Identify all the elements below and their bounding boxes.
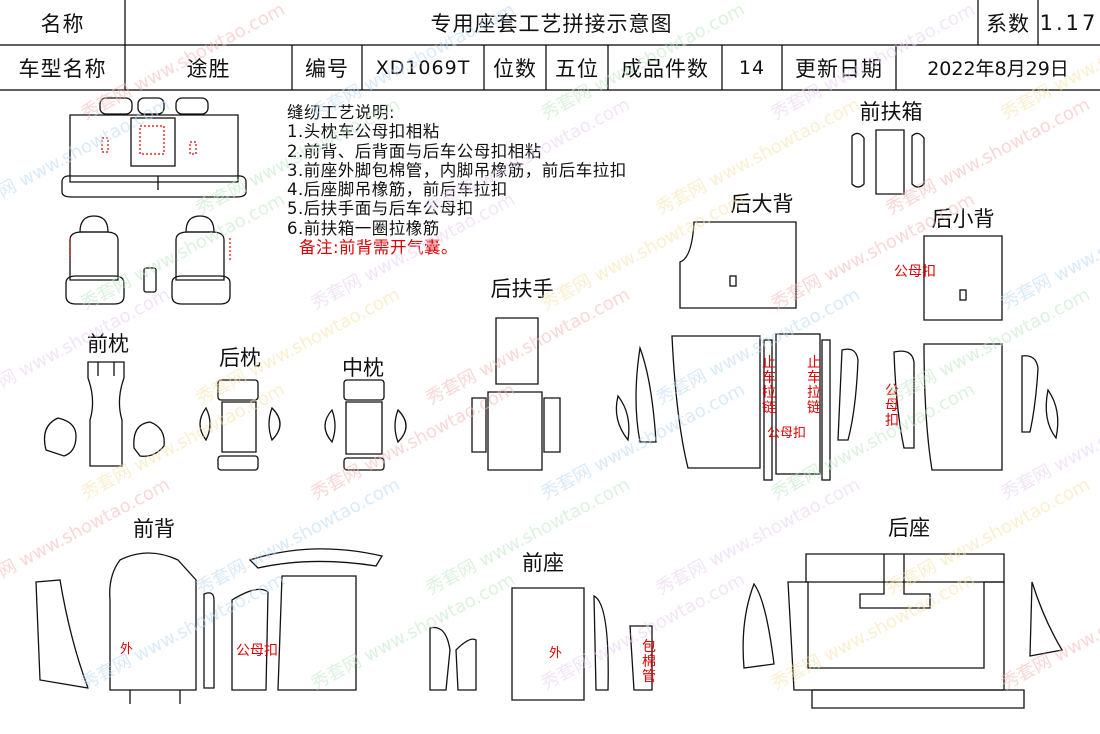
front-back-pattern — [35, 548, 384, 704]
notes-heading: 缝纫工艺说明: — [287, 103, 396, 122]
code-value: XD1069T — [375, 56, 471, 79]
label-rear-pillow: 后枕 — [219, 346, 261, 370]
label-middle-pillow: 中枕 — [342, 356, 384, 380]
middle-pillow-pattern — [324, 379, 407, 471]
coef-value: 1.17 — [1039, 10, 1099, 35]
annotation-snap: 公母扣 — [885, 383, 899, 429]
label-rear-small-back: 后小背 — [931, 207, 995, 231]
label-front-seat: 前座 — [522, 551, 564, 575]
notes-remark: 备注:前背需开气囊。 — [299, 238, 459, 258]
code-label: 编号 — [305, 56, 349, 81]
annotation-zipper: 止车拉链 — [762, 355, 776, 416]
label-rear-armrest: 后扶手 — [490, 277, 554, 301]
model-value: 途胜 — [186, 56, 231, 81]
page-title: 专用座套工艺拼接示意图 — [430, 11, 673, 36]
model-label: 车型名称 — [18, 56, 107, 81]
annotation-snap: 公母扣 — [894, 264, 936, 280]
annotation-outer: 外 — [120, 642, 134, 657]
annotation-snap: 公母扣 — [236, 643, 278, 659]
rear-small-back-pattern — [893, 235, 1059, 471]
sewing-notes: 缝纫工艺说明: 1.头枕车公母扣相粘 2.前背、后背面与后车公母扣相粘 3.前座… — [287, 103, 627, 257]
notes-item: 1.头枕车公母扣相粘 — [287, 122, 440, 142]
name-label: 名称 — [40, 11, 85, 36]
seats-label: 位数 — [493, 56, 537, 81]
rear-armrest-pattern — [471, 317, 561, 471]
overview-rear-bench — [61, 97, 247, 198]
front-pillow-pattern — [43, 361, 165, 467]
notes-item: 4.后座脚吊橡筋，前后车拉扣 — [287, 180, 508, 200]
overview-front-seats — [65, 215, 231, 305]
notes-item: 2.前背、后背面与后车公母扣相粘 — [287, 141, 542, 161]
notes-item: 5.后扶手面与后车公母扣 — [287, 199, 474, 219]
notes-item: 3.前座外脚包棉管，内脚吊橡筋，前后车拉扣 — [287, 160, 627, 180]
count-label: 成品件数 — [621, 56, 709, 81]
front-seat-pattern — [429, 587, 653, 701]
front-armbox-pattern — [851, 129, 925, 195]
seats-value: 五位 — [555, 56, 599, 81]
annotation-outer: 外 — [549, 646, 563, 661]
label-front-back: 前背 — [133, 517, 175, 541]
annotation-cotton-tube: 包棉管 — [642, 639, 656, 685]
label-front-armbox: 前扶箱 — [859, 100, 923, 124]
label-rear-seat: 后座 — [888, 516, 930, 540]
rear-big-back-pattern — [615, 221, 859, 481]
label-rear-big-back: 后大背 — [730, 192, 794, 216]
annotation-snap: 公母扣 — [767, 426, 807, 441]
coef-label: 系数 — [986, 11, 1030, 36]
count-value: 14 — [738, 56, 766, 79]
annotation-zipper: 止车拉链 — [807, 355, 821, 416]
airbag-markers — [69, 125, 231, 262]
rear-pillow-pattern — [199, 379, 281, 471]
date-value: 2022年8月29日 — [927, 58, 1069, 80]
label-front-pillow: 前枕 — [87, 332, 129, 356]
rear-seat-pattern — [742, 553, 1064, 709]
notes-item: 6.前扶箱一圈拉橡筋 — [287, 218, 440, 238]
date-label: 更新日期 — [795, 56, 883, 81]
